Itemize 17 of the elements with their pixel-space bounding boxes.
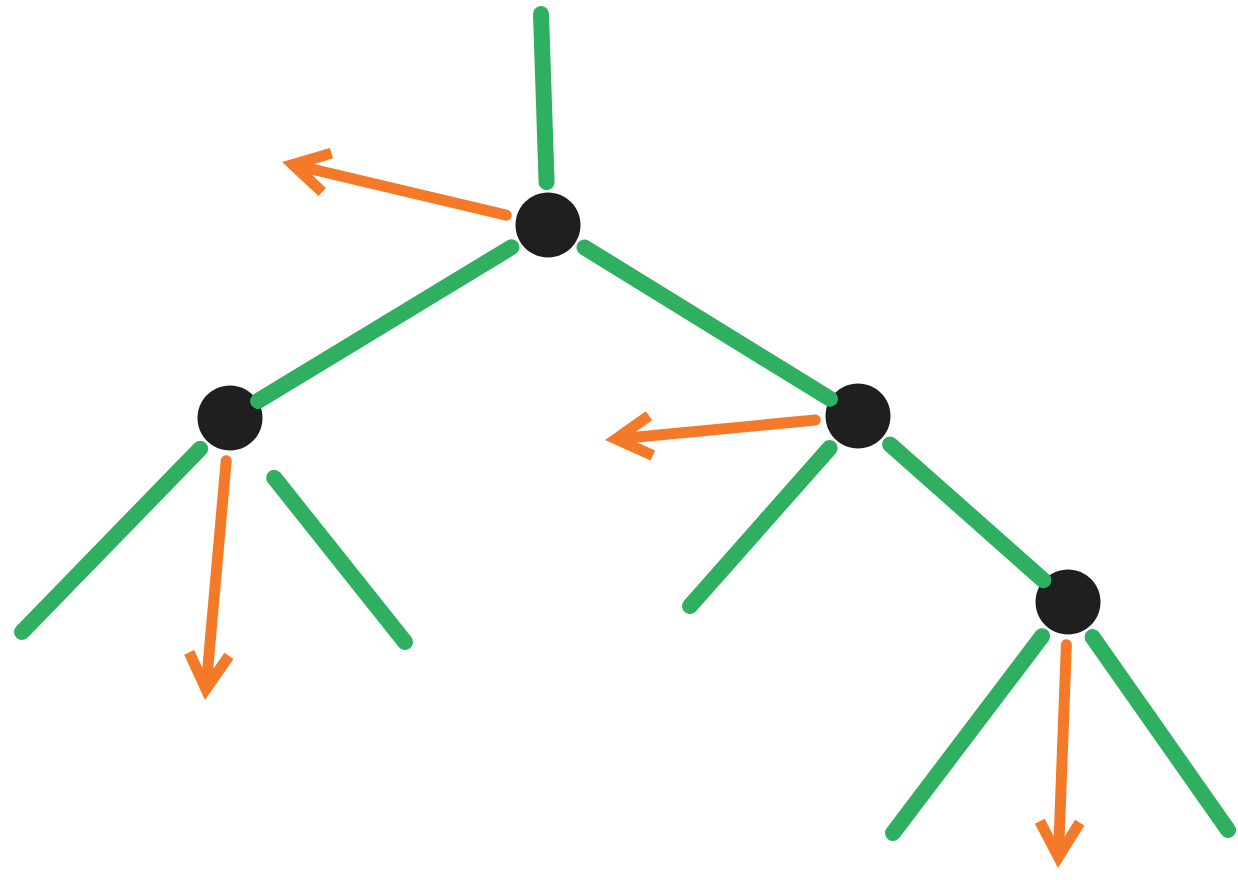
branch-line bbox=[533, 6, 555, 191]
branch-line bbox=[882, 436, 1052, 589]
branch-line bbox=[266, 469, 413, 650]
branch-line bbox=[576, 239, 839, 407]
arrow bbox=[605, 411, 821, 461]
arrow bbox=[184, 455, 234, 700]
arrow bbox=[282, 147, 512, 221]
node-dot bbox=[825, 383, 891, 449]
node-dot bbox=[515, 192, 581, 258]
arrow bbox=[1034, 639, 1085, 868]
node-dot bbox=[197, 385, 263, 451]
node-dot bbox=[1035, 569, 1101, 635]
branch-line bbox=[250, 239, 520, 409]
branch-line bbox=[885, 628, 1051, 841]
branch-line bbox=[1084, 629, 1236, 838]
branch-line bbox=[14, 440, 209, 640]
branch-line bbox=[682, 440, 838, 614]
